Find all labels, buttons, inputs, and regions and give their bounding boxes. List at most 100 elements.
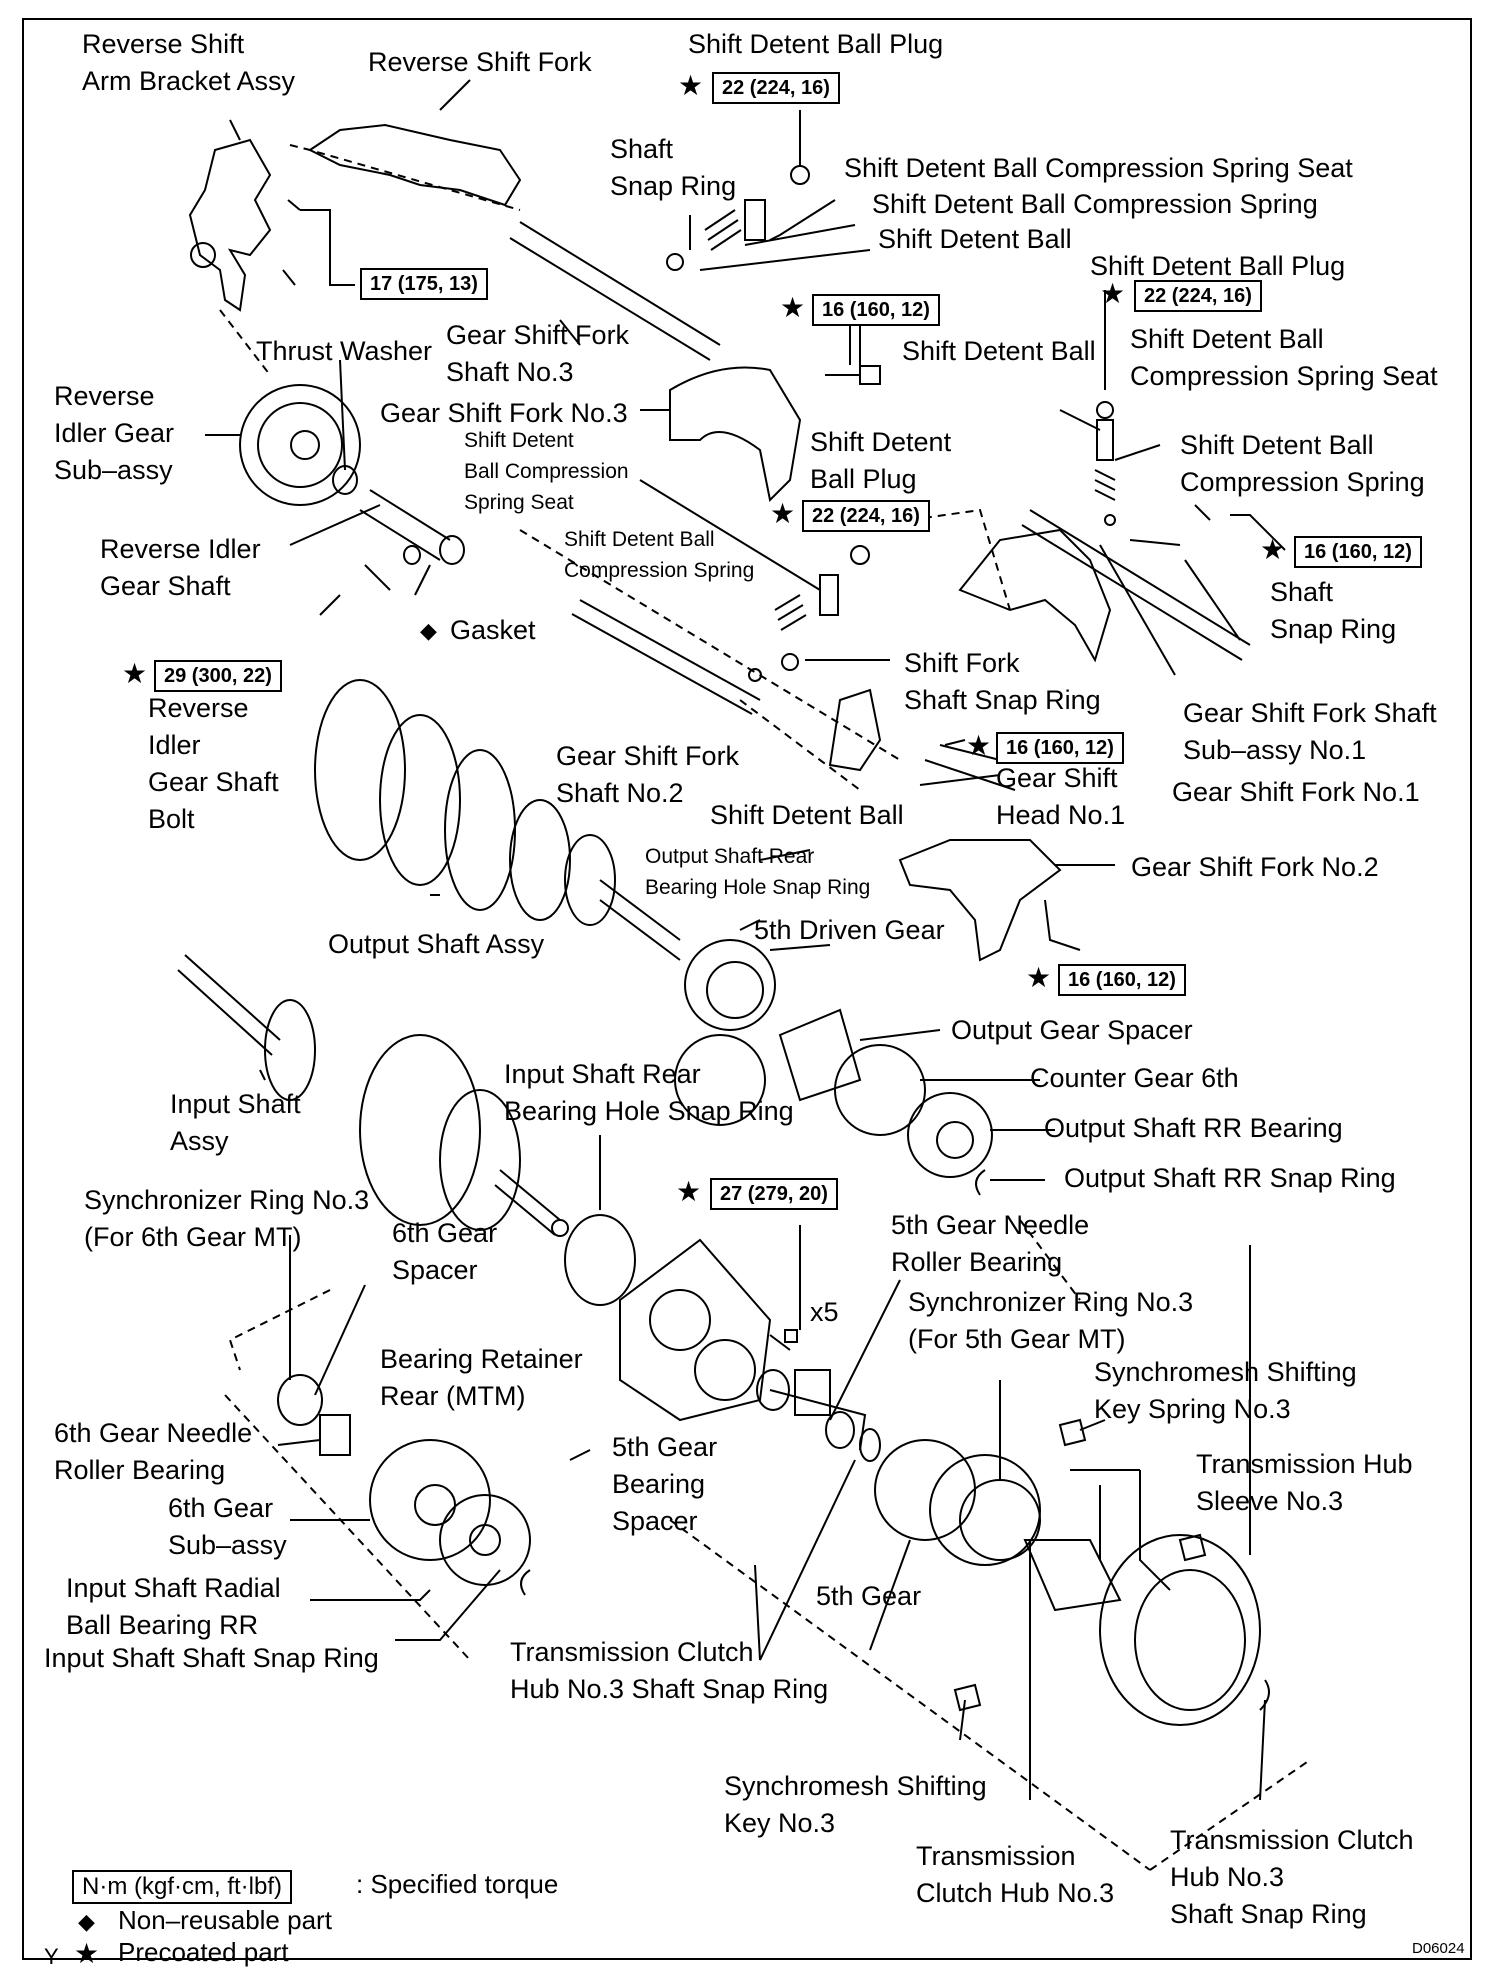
label-spring-right: Shift Detent Ball Compression Spring — [1180, 430, 1425, 497]
diamond-icon: ◆ — [420, 618, 437, 643]
fork-no3 — [669, 366, 802, 503]
input-shaft-assembly — [177, 954, 569, 1237]
torque-spec: 16 (160, 12) — [812, 294, 940, 326]
label-shift-detent-ball-plug-top: Shift Detent Ball Plug — [688, 29, 944, 59]
label-shift-detent-ball-plug-right: Shift Detent Ball Plug — [1090, 251, 1346, 281]
label-shaft-snap-ring-right: Shaft Snap Ring — [1270, 577, 1397, 644]
torque-spec: 17 (175, 13) — [360, 268, 488, 300]
label-counter-gear-6th: Counter Gear 6th — [1030, 1063, 1239, 1093]
label-input-shaft-assy: Input Shaft Assy — [170, 1089, 301, 1156]
label-transmission-hub-sleeve: Transmission Hub Sleeve No.3 — [1196, 1449, 1413, 1516]
label-fifth-gear-bearing-spacer: 5th Gear Bearing Spacer — [612, 1432, 718, 1536]
legend-torque-box: N·m (kgf·cm, ft·lbf) — [72, 1870, 292, 1904]
legend-nonreusable: Non–reusable part — [118, 1905, 332, 1935]
fork-no2 — [898, 839, 1062, 962]
label-reverse-shift-arm-bracket: Reverse Shift Arm Bracket Assy — [82, 29, 296, 96]
label-trans-clutch-hub-snap-ring-left: Transmission Clutch Hub No.3 Shaft Snap … — [510, 1637, 829, 1704]
label-sync-ring-no3-5th: Synchronizer Ring No.3 (For 5th Gear MT) — [908, 1287, 1194, 1354]
star-icon: ★ — [770, 498, 796, 529]
label-sixth-gear-sub-assy: 6th Gear Sub–assy — [168, 1493, 287, 1560]
label-gear-shift-fork-shaft-sub-assy-no1: Gear Shift Fork Shaft Sub–assy No.1 — [1183, 698, 1437, 765]
label-trans-clutch-hub-snap-ring-right: Transmission Clutch Hub No.3 Shaft Snap … — [1170, 1825, 1414, 1929]
reverse-shift-arm-bracket — [188, 138, 272, 312]
label-shift-detent-ball-right: Shift Detent Ball — [902, 336, 1096, 366]
output-shaft-assembly — [314, 679, 681, 961]
star-icon: ★ — [678, 70, 704, 101]
fork-shaft-no3 — [509, 221, 721, 361]
fork-shaft-no2 — [571, 599, 761, 715]
label-input-shaft-radial-bearing: Input Shaft Radial Ball Bearing RR — [66, 1573, 281, 1640]
torque-spec: 22 (224, 16) — [1134, 280, 1262, 312]
label-output-shaft-rr-snap-ring: Output Shaft RR Snap Ring — [1064, 1163, 1396, 1193]
torque-spec: 16 (160, 12) — [1294, 536, 1422, 568]
label-shift-fork-shaft-snap-ring: Shift Fork Shaft Snap Ring — [904, 648, 1101, 715]
diagram-frame — [22, 18, 1472, 1960]
label-output-shaft-assy: Output Shaft Assy — [328, 929, 545, 959]
label-synchromesh-key-spring: Synchromesh Shifting Key Spring No.3 — [1094, 1357, 1357, 1424]
bearing-retainer — [619, 1238, 772, 1422]
leader-lines — [205, 79, 1286, 1801]
label-input-shaft-rear-bearing-snap: Input Shaft Rear Bearing Hole Snap Ring — [504, 1059, 794, 1126]
star-icon: ★ — [1100, 278, 1126, 309]
star-icon: ★ — [676, 1176, 702, 1207]
label-spring-top: Shift Detent Ball Compression Spring — [872, 189, 1318, 219]
label-fifth-driven-gear: 5th Driven Gear — [754, 915, 945, 945]
label-sync-ring-no3-6th: Synchronizer Ring No.3 (For 6th Gear MT) — [84, 1185, 370, 1252]
label-gasket: Gasket — [450, 615, 536, 645]
label-x5: x5 — [810, 1297, 839, 1327]
star-icon: ★ — [122, 658, 148, 689]
label-shaft-snap-ring-top: Shaft Snap Ring — [610, 134, 737, 201]
gear-shift-head — [828, 688, 882, 772]
label-gear-shift-fork-shaft-no2: Gear Shift Fork Shaft No.2 — [556, 741, 740, 808]
label-synchromesh-shifting-key: Synchromesh Shifting Key No.3 — [724, 1771, 987, 1838]
torque-spec: 27 (279, 20) — [710, 1178, 838, 1210]
label-reverse-idler-gear-shaft: Reverse Idler Gear Shaft — [100, 534, 261, 601]
legend-torque-text: : Specified torque — [356, 1869, 559, 1899]
label-fifth-gear: 5th Gear — [816, 1581, 922, 1611]
torque-spec: 29 (300, 22) — [154, 660, 282, 692]
label-gear-shift-fork-no1: Gear Shift Fork No.1 — [1172, 777, 1420, 807]
label-reverse-idler-gear: Reverse Idler Gear Sub–assy — [54, 381, 175, 485]
torque-spec: 22 (224, 16) — [712, 72, 840, 104]
star-icon: ★ — [74, 1938, 100, 1969]
label-spring-seat-mid: Shift Detent Ball Compression Spring Sea… — [464, 429, 629, 514]
legend-precoated: Precoated part — [118, 1937, 289, 1967]
label-sixth-gear-spacer: 6th Gear Spacer — [392, 1218, 498, 1285]
label-detent-ball-top: Shift Detent Ball — [878, 224, 1072, 254]
diamond-icon: ◆ — [78, 1909, 95, 1934]
label-transmission-clutch-hub: Transmission Clutch Hub No.3 — [916, 1841, 1115, 1908]
corner-mark: Y — [44, 1944, 59, 1969]
star-icon: ★ — [780, 292, 806, 323]
reverse-idler-gear — [239, 384, 361, 506]
label-output-shaft-rr-bearing: Output Shaft RR Bearing — [1044, 1113, 1343, 1143]
label-output-shaft-rear-bearing-snap: Output Shaft Rear Bearing Hole Snap Ring — [645, 845, 871, 899]
label-reverse-shift-fork: Reverse Shift Fork — [368, 47, 592, 77]
label-spring-mid: Shift Detent Ball Compression Spring — [564, 528, 755, 582]
label-reverse-idler-gear-shaft-bolt: Reverse Idler Gear Shaft Bolt — [148, 693, 279, 834]
label-spring-seat-top: Shift Detent Ball Compression Spring Sea… — [844, 153, 1353, 183]
label-gear-shift-fork-shaft-no3: Gear Shift Fork Shaft No.3 — [446, 320, 630, 387]
label-shift-detent-ball-mid: Shift Detent Ball — [710, 800, 904, 830]
torque-spec: 16 (160, 12) — [996, 732, 1124, 764]
label-thrust-washer: Thrust Washer — [256, 336, 433, 366]
star-icon: ★ — [966, 730, 992, 761]
label-bearing-retainer-rear: Bearing Retainer Rear (MTM) — [380, 1344, 583, 1411]
label-shift-detent-ball-plug-mid: Shift Detent Ball Plug — [810, 427, 952, 494]
label-spring-seat-right: Shift Detent Ball Compression Spring Sea… — [1130, 324, 1438, 391]
label-sixth-gear-needle-bearing: 6th Gear Needle Roller Bearing — [54, 1418, 253, 1485]
star-icon: ★ — [1260, 534, 1286, 565]
torque-spec: 22 (224, 16) — [802, 500, 930, 532]
torque-spec: 16 (160, 12) — [1058, 964, 1186, 996]
label-input-shaft-snap-ring: Input Shaft Shaft Snap Ring — [44, 1643, 379, 1673]
star-icon: ★ — [1026, 962, 1052, 993]
label-output-gear-spacer: Output Gear Spacer — [951, 1015, 1193, 1045]
fork-no1 — [958, 528, 1112, 663]
figure-code: D06024 — [1412, 1940, 1465, 1957]
label-gear-shift-fork-no2: Gear Shift Fork No.2 — [1131, 852, 1379, 882]
label-gear-shift-head-no1: Gear Shift Head No.1 — [996, 763, 1126, 830]
fork-shaft-no1 — [1021, 509, 1251, 661]
label-fifth-gear-needle-bearing: 5th Gear Needle Roller Bearing — [891, 1210, 1090, 1277]
reverse-shift-fork — [308, 123, 522, 207]
label-gear-shift-fork-no3: Gear Shift Fork No.3 — [380, 398, 628, 428]
